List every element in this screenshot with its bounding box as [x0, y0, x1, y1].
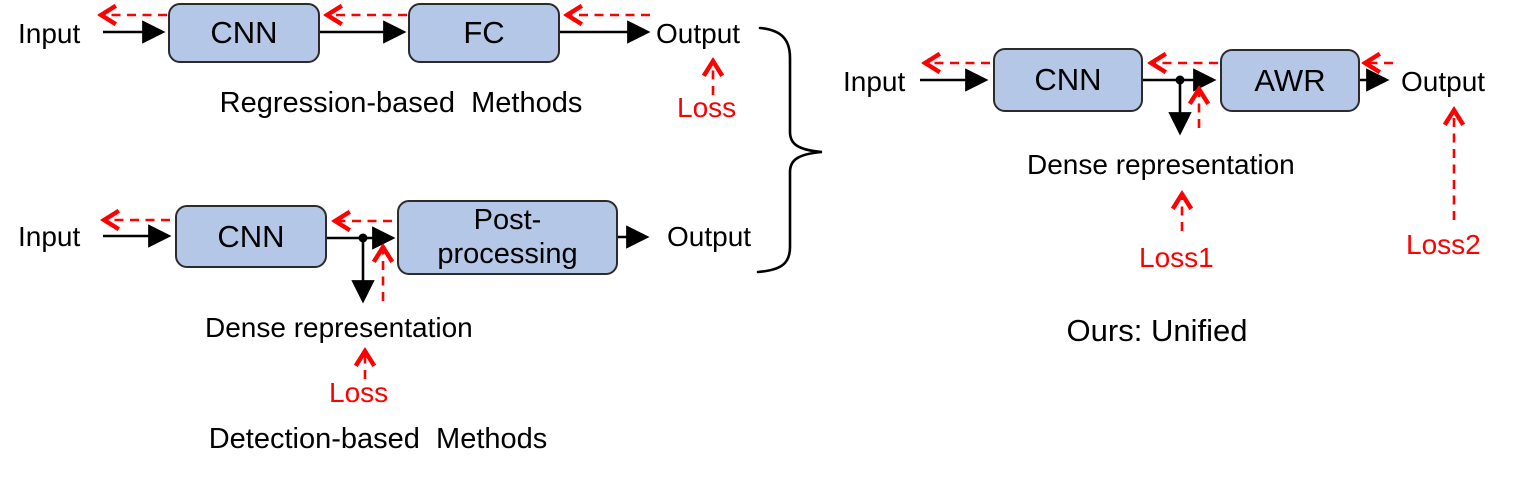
- detection-cnn-box: CNN: [175, 205, 327, 268]
- ours-awr-box: AWR: [1220, 49, 1360, 112]
- ours-output-label: Output: [1401, 66, 1486, 97]
- detection-post-processing-label-line2: processing: [437, 237, 578, 270]
- detection-cnn-box-label: CNN: [217, 218, 285, 254]
- merge-brace: [756, 26, 823, 274]
- regression-loss-label: Loss: [677, 92, 737, 123]
- ours-input-label: Input: [843, 66, 906, 97]
- ours-loss1-label: Loss1: [1139, 242, 1214, 273]
- regression-cnn-box: CNN: [168, 3, 320, 63]
- detection-loss-label: Loss: [329, 377, 389, 408]
- detection-input-label: Input: [18, 221, 81, 252]
- regression-output-label: Output: [656, 18, 741, 49]
- regression-caption: Regression-based Methods: [219, 87, 583, 119]
- detection-dense-representation-label: Dense representation: [205, 312, 473, 343]
- regression-fc-box-label: FC: [463, 15, 505, 51]
- regression-cnn-box-label: CNN: [210, 15, 278, 51]
- ours-caption: Ours: Unified: [1066, 313, 1248, 348]
- ours-cnn-box-label: CNN: [1034, 62, 1102, 98]
- ours-loss2-label: Loss2: [1406, 229, 1481, 260]
- ours-awr-box-label: AWR: [1254, 62, 1326, 98]
- ours-dense-representation-label: Dense representation: [1027, 149, 1295, 180]
- regression-fc-box: FC: [408, 3, 560, 63]
- detection-post-processing-box: Post- processing: [397, 200, 618, 275]
- detection-caption: Detection-based Methods: [208, 423, 548, 455]
- ours-cnn-box: CNN: [993, 48, 1143, 112]
- regression-input-label: Input: [18, 18, 81, 49]
- detection-post-processing-label-line1: Post-: [473, 204, 542, 237]
- detection-output-label: Output: [667, 221, 752, 252]
